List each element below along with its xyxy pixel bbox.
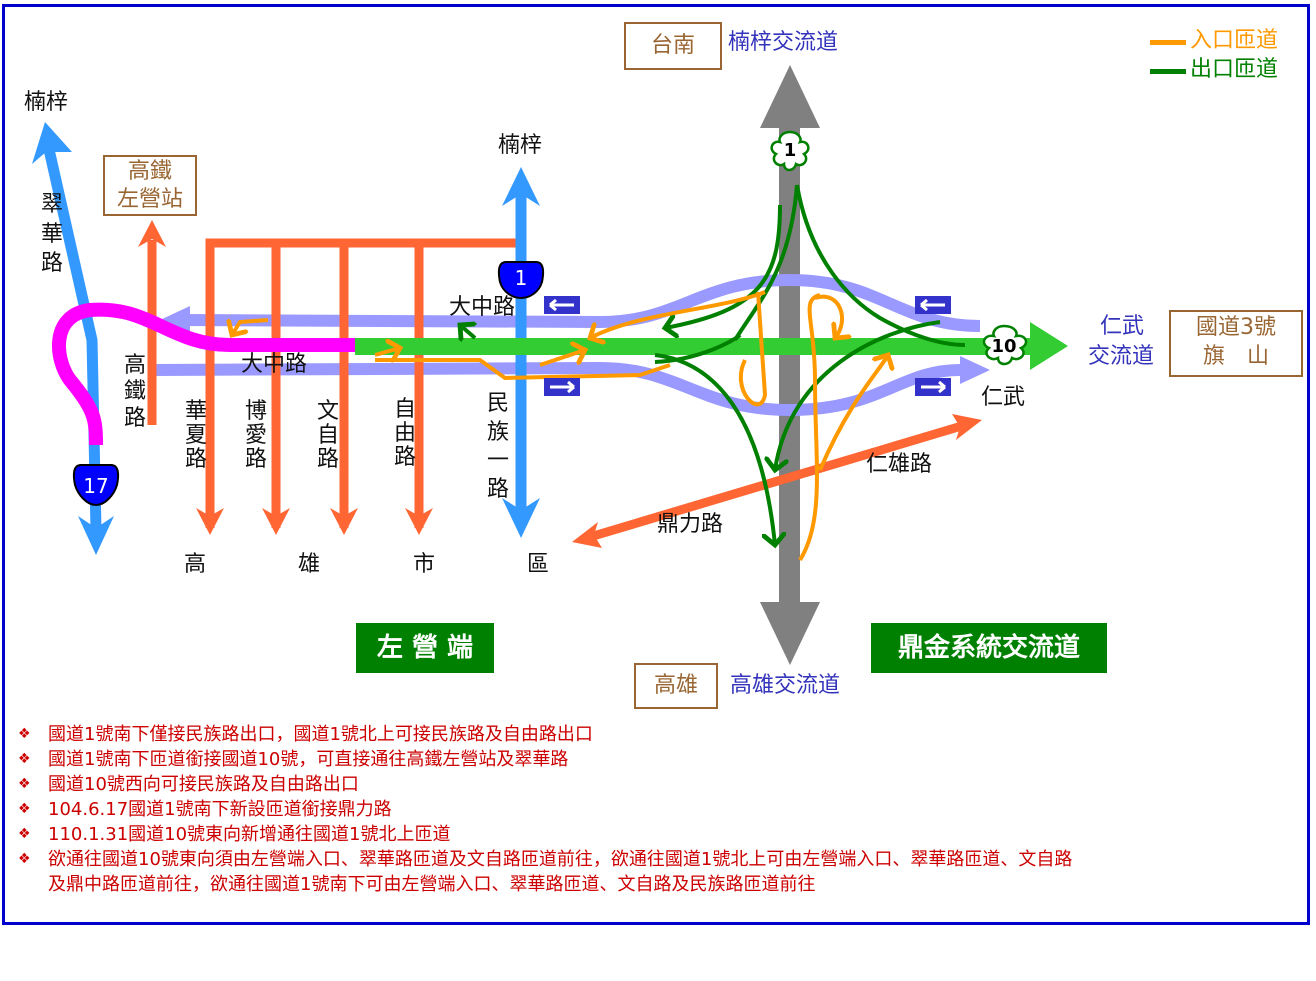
provincial-1-number: 1 [514, 266, 528, 290]
zuoying-end-title: 左 營 端 [356, 623, 494, 673]
kaohsiung-interchange-label: 高雄交流道 [730, 673, 841, 698]
freeway-1-road [760, 65, 820, 665]
note-bullet-icon: ❖ [18, 826, 31, 842]
nanzi-interchange-label: 楠梓交流道 [728, 30, 839, 55]
note-item: ❖104.6.17國道1號南下新設匝道銜接鼎力路 [18, 799, 392, 820]
dingli-arrow [572, 522, 602, 548]
hsr-zuoying-box: 高鐵 左營站 [103, 155, 197, 216]
freeway-1-south-arrow [760, 602, 820, 665]
qishan-label: 旗 山 [1202, 343, 1269, 369]
cuihua-road-label: 翠華路 [40, 192, 63, 277]
note-item: ❖欲通往國道10號東向須由左營端入口、翠華路匝道及文自路匝道前往，欲通往國道1號… [18, 849, 1073, 895]
left-arrow-icon [549, 298, 574, 312]
renwu-label: 仁武 [981, 385, 1026, 410]
dazhong-bottom-label: 大中路 [241, 352, 308, 377]
right-arrow-icon [921, 380, 946, 394]
left-arrow-icon [920, 298, 945, 312]
city-char-4: 區 [527, 552, 550, 577]
freeway-1-north-arrow [760, 65, 820, 128]
provincial-17-shield [72, 464, 120, 507]
note-item: ❖國道1號南下匝道銜接國道10號，可直接通往高鐵左營站及翠華路 [18, 749, 569, 770]
local-roads [147, 238, 967, 542]
right-arrow-icon [550, 380, 575, 394]
zuoying-station-label: 左營站 [116, 187, 183, 212]
city-char-1: 高 [184, 552, 207, 577]
entrance-ramps [232, 290, 888, 562]
dazhong-top-label: 大中路 [449, 295, 516, 320]
legend-entrance-label: 入口匝道 [1190, 28, 1279, 53]
freeway-3-label: 國道3號 [1196, 315, 1276, 340]
freeway-10-east-arrow [1030, 322, 1068, 370]
freeway-10-shield [982, 324, 1028, 366]
city-char-2: 雄 [298, 552, 321, 577]
renwu-interchange-label-2: 交流道 [1088, 344, 1155, 369]
renxiong-road-label: 仁雄路 [866, 452, 933, 477]
renxiong-arrow [952, 414, 982, 440]
huaxia-arrow [196, 508, 224, 535]
diagram-frame [2, 4, 1310, 925]
freeway-1-number: 1 [783, 140, 797, 161]
note-bullet-icon: ❖ [18, 776, 31, 792]
renwu-interchange-label-1: 仁武 [1100, 314, 1145, 339]
hsr-label: 高鐵 [127, 159, 172, 184]
minzu-south-arrow [502, 498, 540, 538]
note-bullet-icon: ❖ [18, 851, 31, 867]
wenzi-road-label: 文自路 [316, 399, 339, 473]
freeway-10-road [355, 322, 1068, 370]
connector-road [52, 302, 355, 446]
boai-road-label: 博愛路 [244, 399, 267, 473]
dingli-road-label: 鼎力路 [657, 512, 724, 537]
legend-exit-label: 出口匝道 [1190, 57, 1279, 82]
freeway-10-number: 10 [991, 336, 1017, 357]
frontage-roads [154, 273, 990, 417]
provincial-1-shield [497, 261, 545, 300]
note-item: ❖國道10號西向可接民族路及自由路出口 [18, 774, 359, 795]
gaotie-road-label: 高鐵路 [123, 353, 146, 431]
legend-entrance-swatch [1150, 40, 1186, 45]
boai-arrow [262, 508, 290, 535]
cuihua-north-arrow [32, 122, 72, 164]
dingjin-interchange-title: 鼎金系統交流道 [871, 623, 1107, 673]
nanzi-mid-label: 楠梓 [498, 133, 543, 158]
hsr-arrow [138, 220, 166, 247]
kaohsiung-box: 高雄 [634, 663, 718, 709]
notes-list: ❖國道1號南下僅接民族路出口，國道1號北上可接民族路及自由路出口 ❖國道1號南下… [18, 722, 1078, 897]
provincial-17-south-arrow [78, 516, 114, 555]
note-item: ❖國道1號南下僅接民族路出口，國道1號北上可接民族路及自由路出口 [18, 724, 593, 745]
tainan-box: 台南 [624, 22, 722, 70]
nanzi-left-label: 楠梓 [24, 90, 69, 115]
ziyou-arrow [405, 508, 433, 535]
city-char-3: 市 [413, 552, 436, 577]
provincial-17-number: 17 [83, 474, 109, 498]
legend-exit-swatch [1150, 69, 1186, 74]
ziyou-road-label: 自由路 [393, 397, 416, 471]
note-bullet-icon: ❖ [18, 726, 31, 742]
wenzi-arrow [330, 508, 358, 535]
freeway-3-qishan-box: 國道3號 旗 山 [1169, 310, 1303, 377]
minzu-north-arrow [502, 167, 540, 206]
freeway-1-shield [770, 130, 810, 172]
minzu-road-label: 民族一路 [486, 391, 509, 502]
exit-ramps [460, 184, 966, 545]
note-bullet-icon: ❖ [18, 801, 31, 817]
note-item: ❖110.1.31國道10號東向新增通往國道1號北上匝道 [18, 824, 451, 845]
huaxia-road-label: 華夏路 [184, 399, 207, 473]
note-bullet-icon: ❖ [18, 751, 31, 767]
